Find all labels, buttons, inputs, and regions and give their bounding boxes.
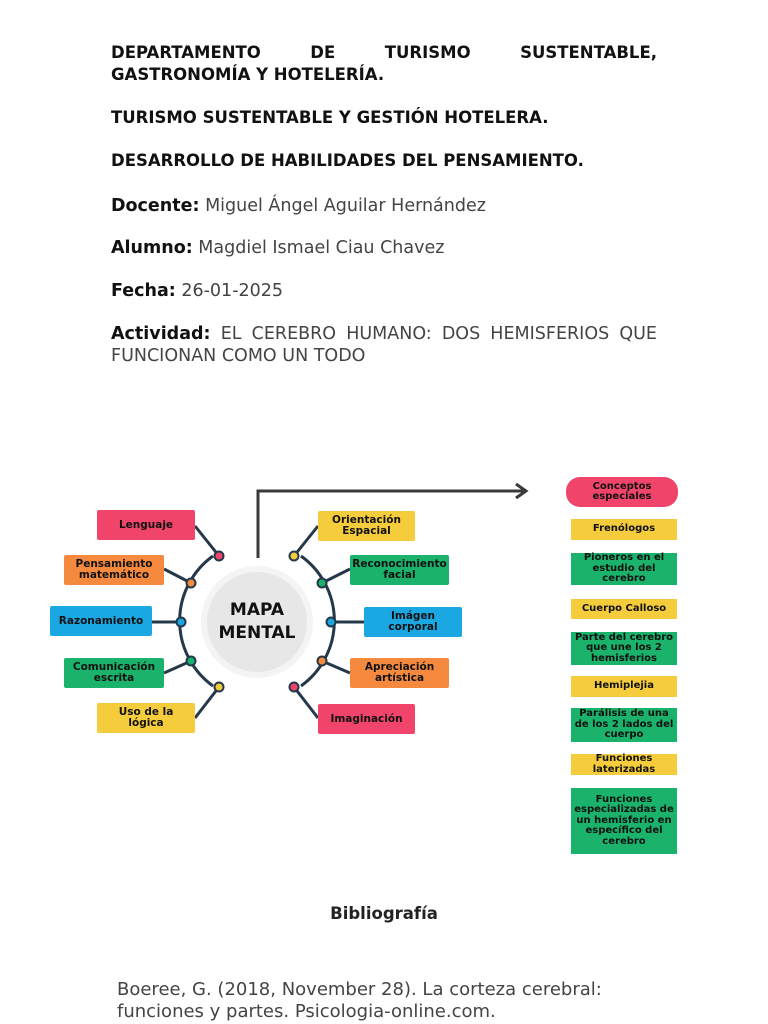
department-heading: DEPARTAMENTO DE TURISMO SUSTENTABLE, GAS…: [111, 43, 657, 84]
concept-term-1: Frenólogos: [571, 519, 677, 540]
center-title-line1: MAPA: [229, 600, 285, 620]
docente-field: Docente: Miguel Ángel Aguilar Hernández: [111, 195, 657, 217]
node-orientacion-espacial: Orientación Espacial: [318, 511, 415, 541]
concept-term-2: Cuerpo Calloso: [571, 599, 677, 619]
alumno-field: Alumno: Magdiel Ismael Ciau Chavez: [111, 237, 657, 259]
fecha-label: Fecha:: [111, 281, 176, 301]
node-razonamiento: Razonamiento: [50, 606, 152, 636]
concept-definition-4: Funciones especializadas de un hemisferi…: [571, 788, 677, 854]
concept-definition-3: Parálisis de una de los 2 lados del cuer…: [571, 708, 677, 742]
bibliography-title: Bibliografía: [330, 904, 438, 923]
alumno-value: Magdiel Ismael Ciau Chavez: [198, 238, 445, 258]
center-title-line2: MENTAL: [218, 623, 296, 643]
docente-value: Miguel Ángel Aguilar Hernández: [205, 196, 486, 216]
node-imaginacion: Imaginación: [318, 704, 415, 734]
fecha-field: Fecha: 26-01-2025: [111, 280, 657, 302]
concept-definition-1: Pioneros en el estudio del cerebro: [571, 553, 677, 585]
actividad-value: EL CEREBRO HUMANO: DOS HEMISFERIOS QUE F…: [111, 324, 657, 366]
program-heading: TURISMO SUSTENTABLE Y GESTIÓN HOTELERA.: [111, 108, 549, 127]
actividad-label: Actividad:: [111, 324, 211, 344]
node-reconocimiento-facial: Reconocimiento facial: [350, 555, 449, 585]
node-lenguaje: Lenguaje: [97, 510, 195, 540]
bibliography-entry: Boeree, G. (2018, November 28). La corte…: [117, 979, 602, 1022]
mindmap-center: MAPA MENTAL: [201, 566, 313, 678]
node-imagen-corporal: Imágen corporal: [364, 607, 462, 637]
alumno-label: Alumno:: [111, 238, 193, 258]
node-comunicacion-escrita: Comunicación escrita: [64, 658, 164, 688]
concept-term-4: Funciones laterizadas: [571, 753, 677, 775]
concept-definition-2: Parte del cerebro que une los 2 hemisfer…: [571, 632, 677, 665]
course-heading: DESARROLLO DE HABILIDADES DEL PENSAMIENT…: [111, 151, 584, 170]
fecha-value: 26-01-2025: [181, 281, 284, 301]
actividad-field: Actividad: EL CEREBRO HUMANO: DOS HEMISF…: [111, 323, 657, 367]
node-uso-de-la-logica: Uso de la lógica: [97, 703, 195, 733]
docente-label: Docente:: [111, 196, 200, 216]
concept-term-3: Hemiplejia: [571, 676, 677, 697]
node-apreciacion-artistica: Apreciación artística: [350, 658, 449, 688]
node-pensamiento-matematico: Pensamiento matemático: [64, 555, 164, 585]
concepts-title: Conceptos especiales: [566, 477, 678, 507]
